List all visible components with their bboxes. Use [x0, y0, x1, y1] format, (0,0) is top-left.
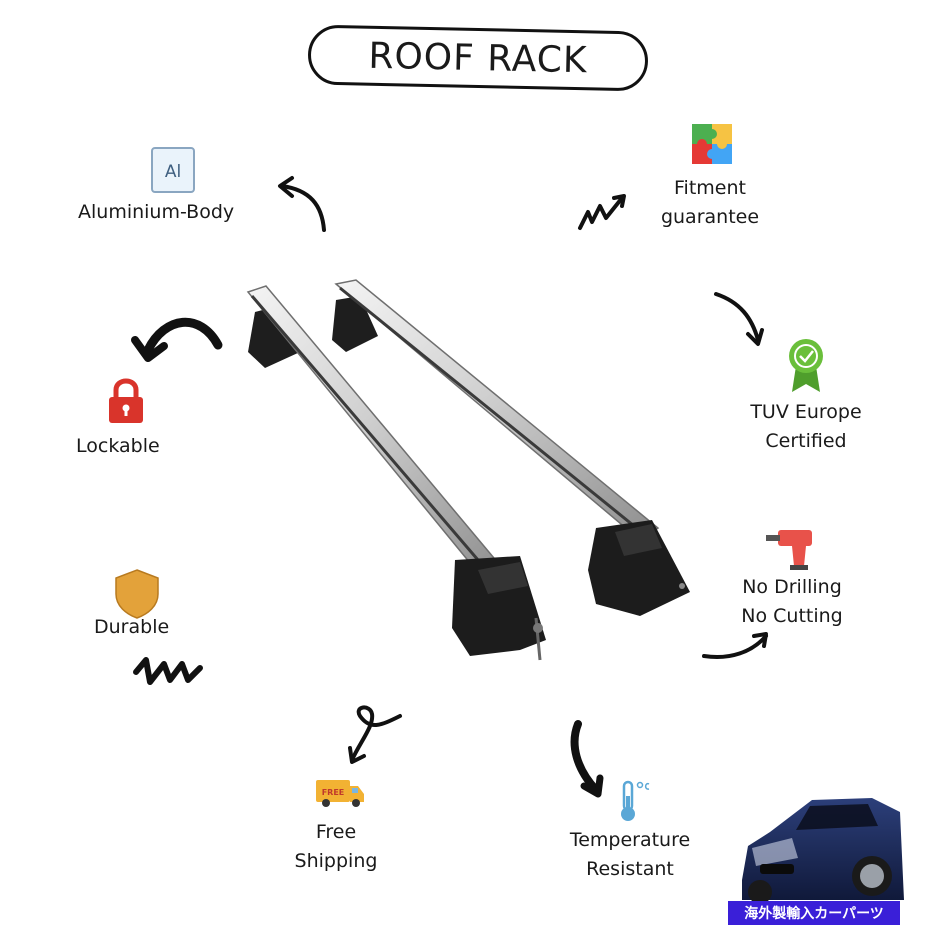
fitment-line-1: Fitment	[674, 177, 746, 199]
nodrill-line-1: No Drilling	[742, 576, 842, 598]
arrow-shipping	[348, 705, 402, 764]
tuv-line-1: TUV Europe	[750, 401, 862, 423]
squiggle-durable	[133, 657, 203, 685]
feature-label-fitment: Fitment guarantee	[650, 174, 770, 232]
feature-label-aluminium: Aluminium-Body	[78, 201, 235, 223]
import-parts-badge: 海外製輸入カーパーツ	[728, 901, 900, 925]
arrow-fitment	[578, 194, 626, 230]
drill-icon	[766, 530, 812, 570]
aluminium-symbol: Al	[165, 162, 181, 182]
tuv-line-2: Certified	[765, 430, 847, 452]
shield-icon	[115, 569, 159, 619]
arrow-tuv	[714, 292, 764, 346]
feature-label-nodrill: No Drilling No Cutting	[728, 573, 856, 631]
puzzle-icon	[692, 124, 732, 164]
shipping-line-2: Shipping	[294, 850, 378, 872]
aluminium-element-icon: Al	[151, 147, 195, 193]
padlock-icon	[109, 378, 143, 423]
fitment-line-2: guarantee	[660, 206, 760, 228]
arrow-nodrill	[702, 632, 768, 659]
nodrill-line-2: No Cutting	[741, 605, 843, 627]
feature-label-durable: Durable	[94, 616, 170, 638]
arrow-aluminium	[278, 176, 326, 232]
arrow-temperature	[570, 720, 604, 798]
temperature-line-1: Temperature	[569, 829, 691, 851]
certified-ribbon-icon	[789, 339, 823, 392]
temperature-line-2: Resistant	[586, 858, 674, 880]
arrow-lockable	[131, 317, 223, 362]
shipping-line-1: Free	[315, 821, 357, 843]
thermometer-icon	[621, 780, 650, 821]
feature-label-temperature: Temperature Resistant	[552, 826, 708, 884]
car-thumbnail	[742, 798, 904, 904]
delivery-truck-icon: FREE	[316, 780, 364, 807]
roof-rack-image	[246, 279, 690, 661]
feature-label-shipping: Free Shipping	[280, 818, 392, 876]
feature-label-tuv: TUV Europe Certified	[736, 398, 876, 456]
truck-free-text: FREE	[322, 788, 345, 797]
feature-label-lockable: Lockable	[76, 435, 160, 457]
